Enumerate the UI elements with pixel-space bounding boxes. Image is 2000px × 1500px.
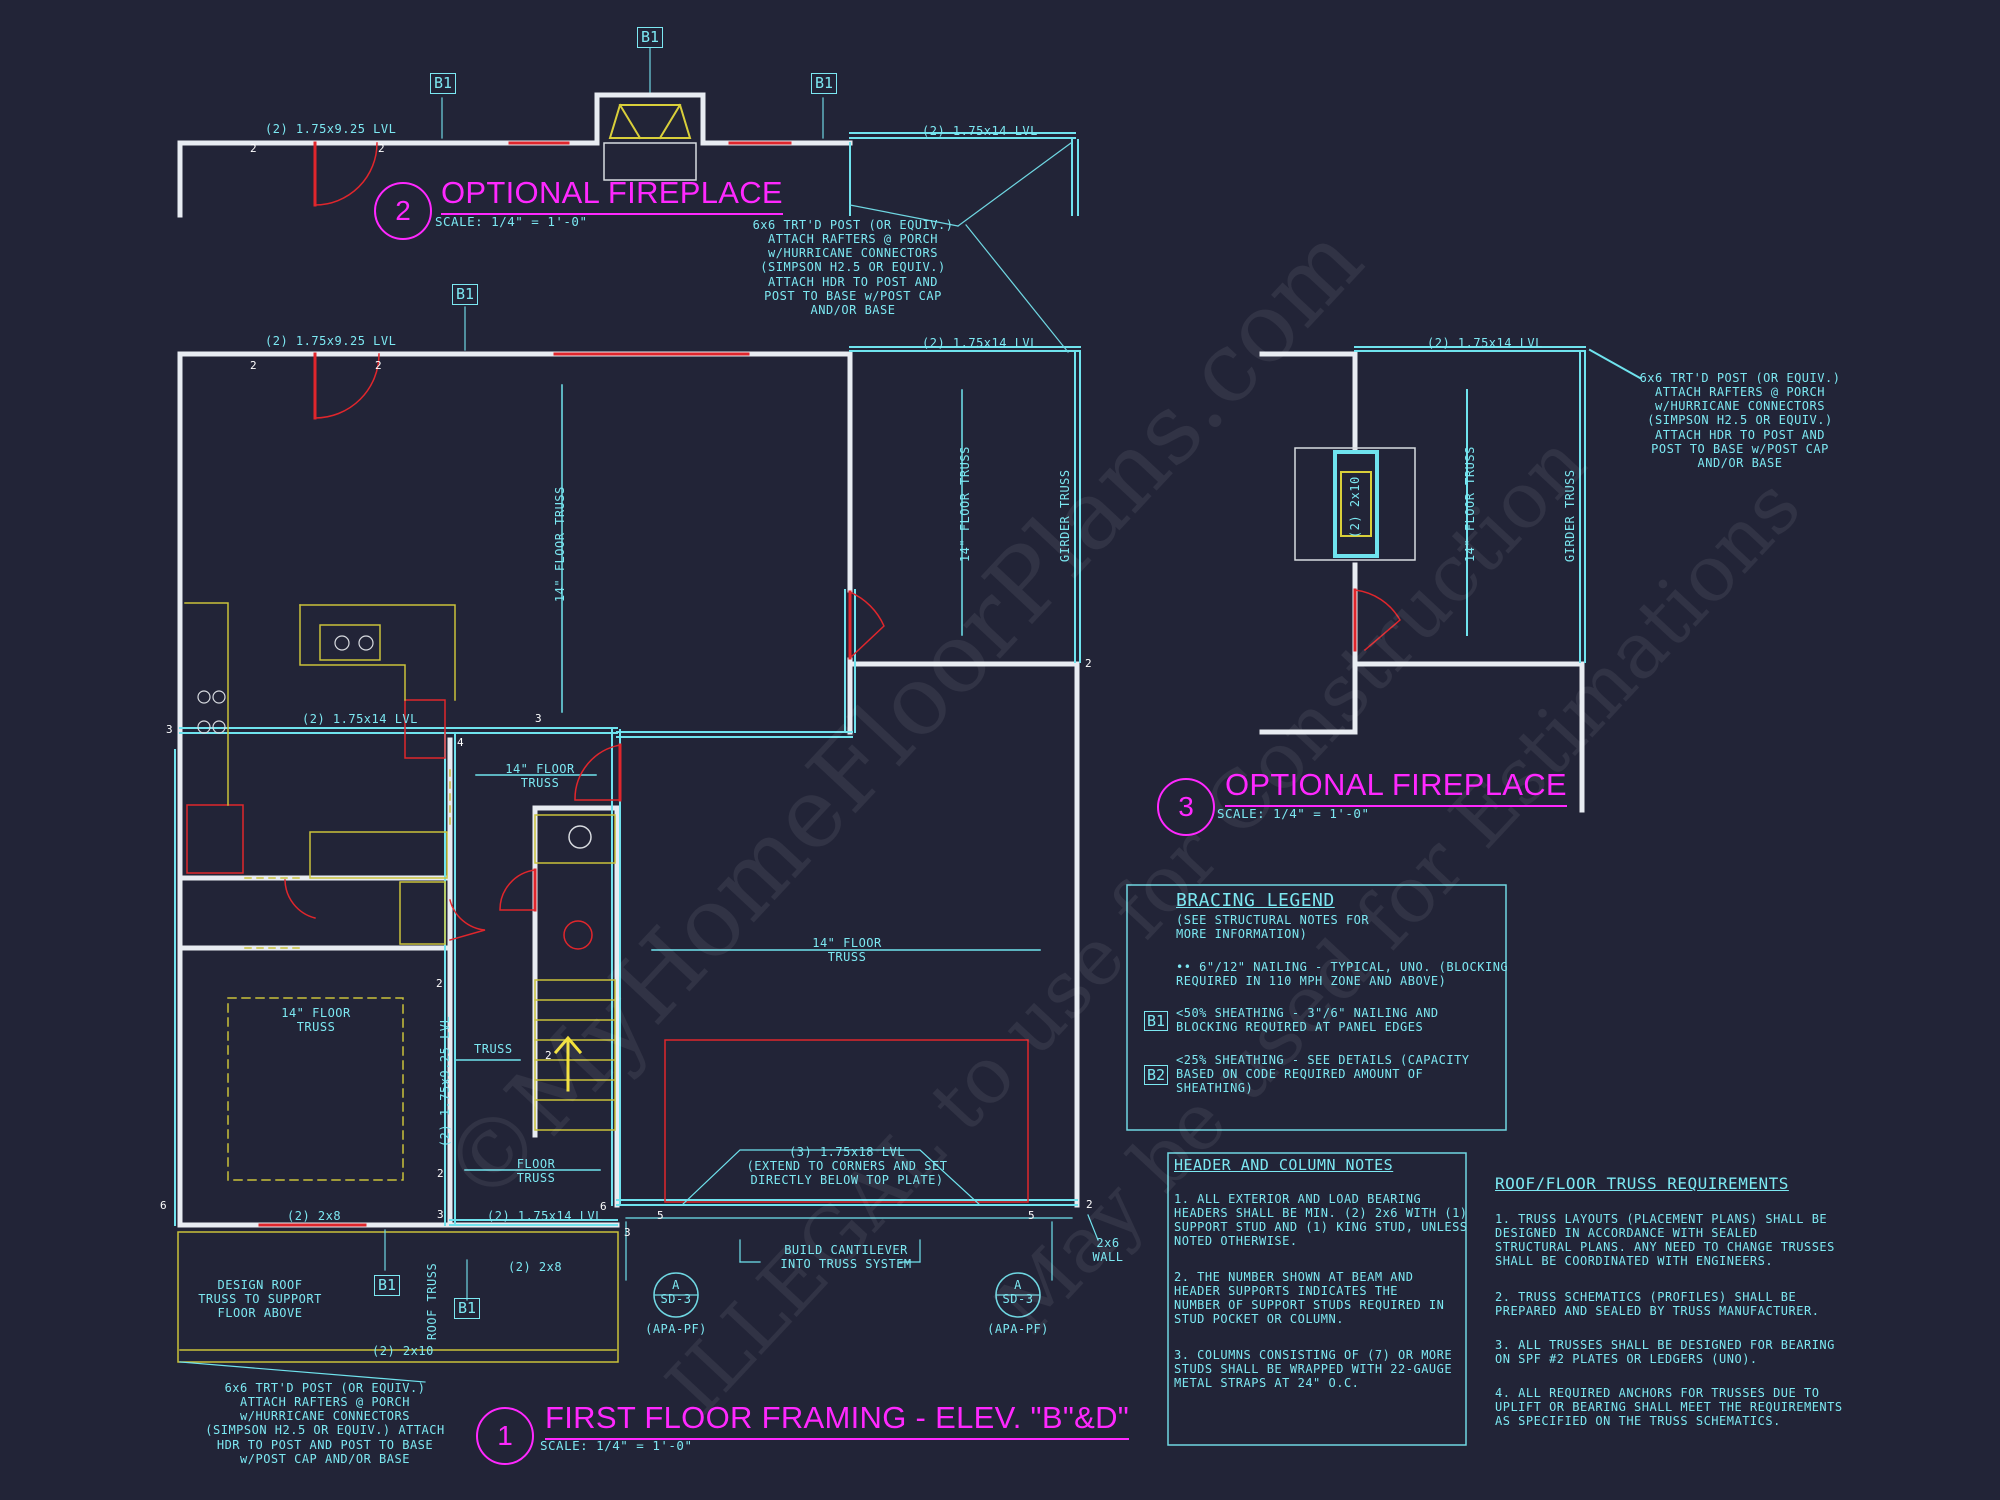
stud-count: 3 bbox=[535, 712, 543, 725]
truss-req-4: 4. ALL REQUIRED ANCHORS FOR TRUSSES DUE … bbox=[1495, 1386, 1843, 1429]
plan1-header-lower-lvl: (2) 1.75x14 LVL bbox=[487, 1209, 603, 1223]
apa-left: (APA-PF) bbox=[645, 1322, 707, 1336]
plan1-number: 1 bbox=[476, 1407, 534, 1465]
plan2-header-left: (2) 1.75x9.25 LVL bbox=[265, 122, 397, 136]
bracing-symbol-b2: B2 bbox=[1144, 1065, 1169, 1085]
plan1-post-note: 6x6 TRT'D POST (OR EQUIV.)ATTACH RAFTERS… bbox=[205, 1381, 445, 1466]
plan1-lvl-vertical: (2) 1.75x9.25 LVL bbox=[437, 1015, 452, 1148]
bracing-legend-item-typical: •• 6"/12" NAILING - TYPICAL, UNO. (BLOCK… bbox=[1176, 960, 1509, 989]
stud-count: 2 bbox=[375, 359, 383, 372]
stud-count: 2 bbox=[250, 359, 258, 372]
section-tag-b1: B1 bbox=[811, 73, 838, 94]
plan3-post-note: 6x6 TRT'D POST (OR EQUIV.)ATTACH RAFTERS… bbox=[1639, 371, 1841, 470]
section-tag-b1: B1 bbox=[452, 284, 479, 305]
plan1-top-header-right: (2) 1.75x14 LVL bbox=[922, 336, 1038, 350]
plan1-roof-truss: ROOF TRUSS bbox=[424, 1262, 439, 1341]
plan3-number: 3 bbox=[1157, 778, 1215, 836]
plan2-scale: SCALE: 1/4" = 1'-0" bbox=[435, 214, 588, 229]
plan1-garage-beam-note: (3) 1.75x18 LVL(EXTEND TO CORNERS AND SE… bbox=[746, 1145, 948, 1188]
section-tag-b1: B1 bbox=[374, 1275, 401, 1296]
plan1-porch-header: (2) 2x10 bbox=[372, 1344, 434, 1358]
plan2-post-note: 6x6 TRT'D POST (OR EQUIV.)ATTACH RAFTERS… bbox=[752, 218, 954, 317]
stud-count: 2 bbox=[436, 977, 444, 990]
plan2-number: 2 bbox=[374, 182, 432, 240]
plan2-title: OPTIONAL FIREPLACE bbox=[441, 175, 783, 215]
stud-count: 6 bbox=[600, 1200, 608, 1213]
truss-req-3: 3. ALL TRUSSES SHALL BE DESIGNED FOR BEA… bbox=[1495, 1338, 1835, 1367]
bracing-symbol-b1: B1 bbox=[1144, 1011, 1169, 1031]
section-tag-b1: B1 bbox=[430, 73, 457, 94]
plan3-title: OPTIONAL FIREPLACE bbox=[1225, 767, 1567, 807]
plan1-top-header-left: (2) 1.75x9.25 LVL bbox=[265, 334, 397, 348]
stud-count: 3 bbox=[624, 1226, 632, 1239]
plan3-scale: SCALE: 1/4" = 1'-0" bbox=[1217, 806, 1370, 821]
plan1-floor-truss-right: 14" FLOOR TRUSS bbox=[957, 446, 972, 563]
plan1-truss-small: TRUSS bbox=[474, 1042, 513, 1056]
stud-count: 5 bbox=[657, 1209, 665, 1222]
section-tag-b1: B1 bbox=[454, 1298, 481, 1319]
plan1-header-2x8-b: (2) 2x8 bbox=[508, 1260, 563, 1274]
stud-count: 3 bbox=[166, 723, 174, 736]
section-tag-b1: B1 bbox=[637, 27, 664, 48]
plan1-kitchen-header: (2) 1.75x14 LVL bbox=[302, 712, 418, 726]
bracing-legend-title: BRACING LEGEND bbox=[1176, 890, 1335, 911]
plan1-scale: SCALE: 1/4" = 1'-0" bbox=[540, 1438, 693, 1453]
plan3-floor-truss: 14" FLOOR TRUSS bbox=[1462, 446, 1477, 563]
truss-req-1: 1. TRUSS LAYOUTS (PLACEMENT PLANS) SHALL… bbox=[1495, 1212, 1835, 1269]
stud-count: 6 bbox=[160, 1199, 168, 1212]
truss-requirements-title: ROOF/FLOOR TRUSS REQUIREMENTS bbox=[1495, 1174, 1789, 1193]
stud-count: 5 bbox=[1028, 1209, 1036, 1222]
plan1-girder-truss: GIRDER TRUSS bbox=[1057, 469, 1072, 563]
stud-count: 2 bbox=[1085, 657, 1093, 670]
plan1-header-2x8-a: (2) 2x8 bbox=[287, 1209, 342, 1223]
plan3-fireplace-header: (2) 2x10 bbox=[1347, 476, 1362, 539]
apa-right: (APA-PF) bbox=[987, 1322, 1049, 1336]
stud-count: 2 bbox=[437, 1167, 445, 1180]
plan2-firebox bbox=[608, 103, 692, 140]
stud-count: 2 bbox=[1086, 1198, 1094, 1211]
header-notes-title: HEADER AND COLUMN NOTES bbox=[1174, 1156, 1394, 1174]
plan1-title: FIRST FLOOR FRAMING - ELEV. "B"&D" bbox=[545, 1400, 1130, 1440]
stud-count: 4 bbox=[457, 736, 465, 749]
plan3-girder-truss: GIRDER TRUSS bbox=[1562, 469, 1577, 563]
plan2-header-right: (2) 1.75x14 LVL bbox=[922, 124, 1038, 138]
stud-count: 2 bbox=[545, 1049, 553, 1062]
plan1-floor-truss-main: 14" FLOOR TRUSS bbox=[552, 486, 567, 603]
stud-count: 2 bbox=[378, 142, 386, 155]
stud-count: 3 bbox=[437, 1208, 445, 1221]
stud-count: 2 bbox=[250, 142, 258, 155]
plan3-header: (2) 1.75x14 LVL bbox=[1427, 336, 1543, 350]
